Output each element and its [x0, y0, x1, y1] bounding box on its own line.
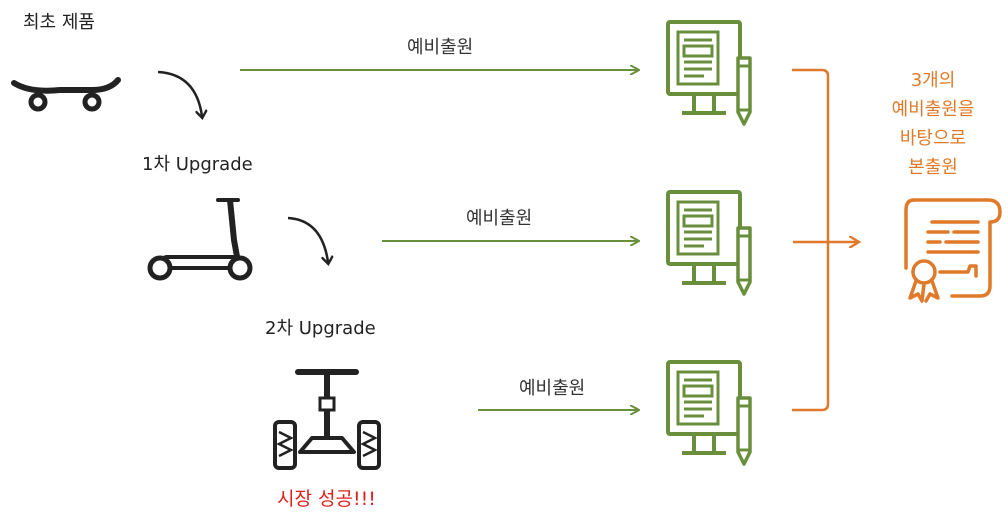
self-balancing-scooter-icon: [273, 369, 381, 470]
note-line: 예비출원을: [891, 99, 975, 120]
filing-label-1: 예비출원: [407, 37, 474, 58]
filing-label-3: 예비출원: [519, 378, 586, 399]
provisional-doc-icon-2: [666, 190, 752, 296]
merge-bracket: [792, 68, 830, 412]
original-product-label: 최초 제품: [23, 12, 95, 33]
provisional-doc-icon-1: [666, 20, 752, 126]
skateboard-icon: [11, 77, 121, 112]
filing-label-2: 예비출원: [466, 208, 533, 229]
upgrade-arrow-2: [287, 216, 328, 262]
certificate-scroll-icon: [904, 198, 1002, 303]
note-line: 3개의: [910, 70, 956, 91]
upgrade1-label: 1차 Upgrade: [142, 154, 253, 175]
kick-scooter-icon: [147, 198, 253, 281]
market-success-label: 시장 성공!!!: [277, 488, 376, 510]
note-line: 본출원: [908, 157, 958, 178]
note-line: 바탕으로: [899, 128, 967, 149]
upgrade2-label: 2차 Upgrade: [265, 318, 376, 339]
final-filing-note: 3개의 예비출원을 바탕으로 본출원: [868, 66, 998, 182]
provisional-doc-icon-3: [666, 360, 752, 466]
upgrade-arrow-1: [157, 70, 202, 116]
